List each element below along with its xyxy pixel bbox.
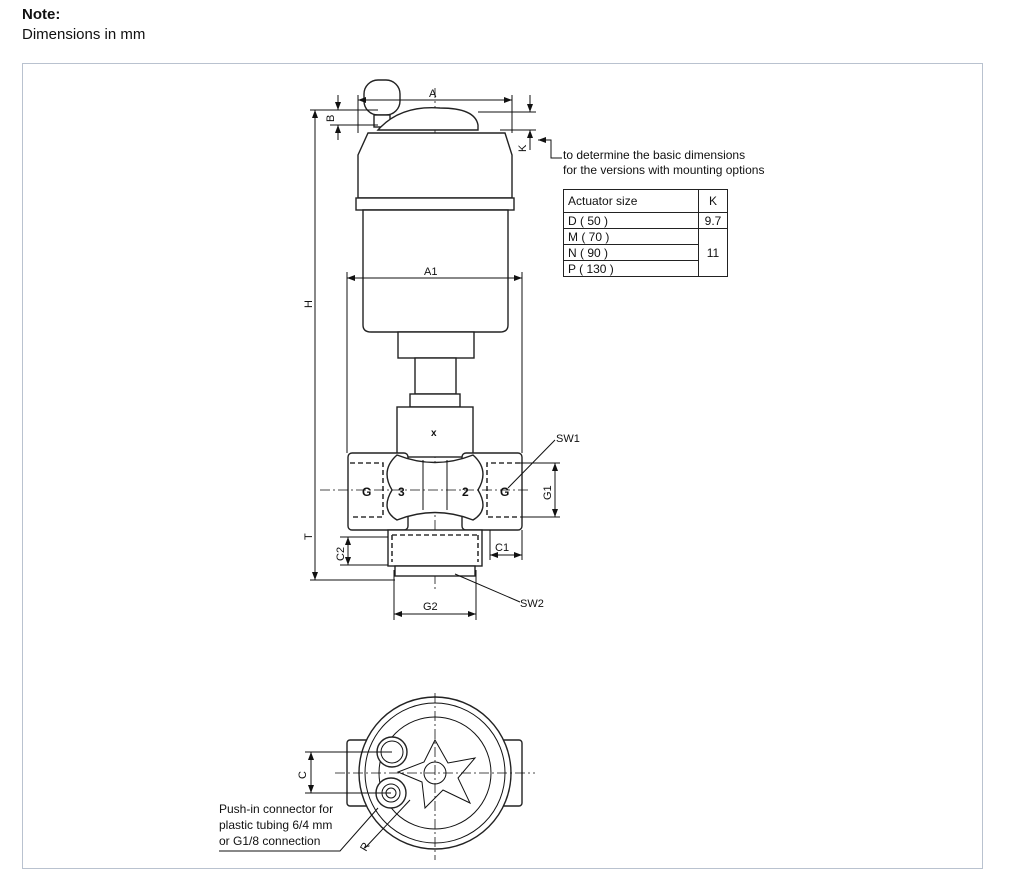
cell-size: D ( 50 ) bbox=[563, 212, 699, 229]
cell-k: 9.7 bbox=[698, 212, 728, 229]
dim-c: C bbox=[297, 771, 309, 779]
port-label-3: 3 bbox=[398, 485, 405, 499]
port-label-2: 2 bbox=[462, 485, 469, 499]
dim-a1: A1 bbox=[424, 266, 437, 278]
dim-g1: G1 bbox=[542, 485, 554, 500]
cell-k: 11 bbox=[698, 228, 728, 277]
dim-sw1: SW1 bbox=[556, 433, 580, 445]
push-in-note-line: Push-in connector for bbox=[219, 802, 334, 816]
port-label-g-right: G bbox=[500, 485, 509, 499]
table-header: Actuator size K bbox=[563, 189, 728, 213]
table-row: D ( 50 ) 9.7 bbox=[563, 212, 728, 229]
dim-b: B bbox=[325, 115, 337, 122]
dim-c1: C1 bbox=[495, 542, 509, 554]
drawing-frame bbox=[22, 63, 983, 869]
cell-size: M ( 70 ) bbox=[563, 228, 699, 245]
actuator bbox=[355, 79, 515, 408]
dim-a: A bbox=[429, 88, 437, 100]
cell-size: N ( 90 ) bbox=[563, 244, 699, 261]
center-mark: x bbox=[431, 428, 437, 439]
note-title: Note: bbox=[22, 6, 61, 23]
valve-body bbox=[320, 406, 530, 577]
dim-g2: G2 bbox=[423, 601, 438, 613]
dim-h: H bbox=[303, 300, 315, 308]
cell-size: P ( 130 ) bbox=[563, 260, 699, 277]
table-row: M ( 70 ) 11 bbox=[563, 228, 728, 277]
dim-c2: C2 bbox=[335, 547, 347, 561]
mounting-note: to determine the basic dimensions for th… bbox=[563, 148, 764, 178]
note-text: Dimensions in mm bbox=[22, 26, 146, 43]
port-label-g-left: G bbox=[362, 485, 371, 499]
dim-sw2: SW2 bbox=[520, 598, 544, 610]
mounting-note-line: for the versions with mounting options bbox=[563, 163, 765, 177]
header-actuator-size: Actuator size bbox=[563, 189, 699, 213]
mounting-note-line: to determine the basic dimensions bbox=[563, 148, 746, 162]
dim-k: K bbox=[517, 144, 529, 152]
table-row: P ( 130 ) bbox=[563, 260, 728, 277]
push-in-note-line: plastic tubing 6/4 mm bbox=[219, 818, 333, 832]
top-view bbox=[335, 693, 535, 860]
header-k: K bbox=[698, 189, 728, 213]
push-in-connector-note: Push-in connector for plastic tubing 6/4… bbox=[219, 801, 333, 849]
dim-t: T bbox=[303, 533, 315, 540]
push-in-note-line: or G1/8 connection bbox=[219, 834, 321, 848]
k-dimension-table: Actuator size K D ( 50 ) 9.7 M ( 70 ) 11… bbox=[563, 189, 728, 277]
